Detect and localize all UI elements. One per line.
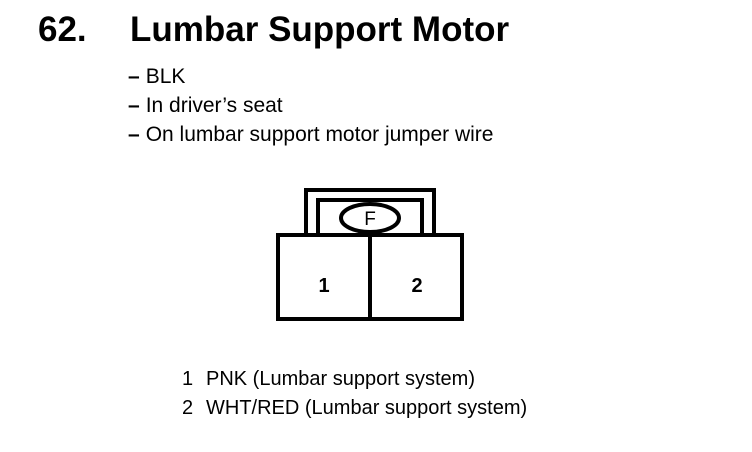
pin-label-2: 2 [411, 275, 422, 297]
note-text: BLK [145, 65, 186, 88]
legend-description: PNK (Lumbar support system) [206, 368, 475, 390]
pin-label-1: 1 [318, 275, 329, 297]
page-title: 62. Lumbar Support Motor [38, 8, 509, 52]
lock-tab-outer [304, 188, 436, 235]
title-text: Lumbar Support Motor [130, 10, 510, 49]
legend-row: 2 WHT/RED (Lumbar support system) [182, 394, 527, 423]
note-item: –BLK [128, 62, 493, 91]
note-dash: – [128, 65, 140, 88]
connector-diagram: F 1 2 [276, 188, 464, 321]
note-text: In driver’s seat [145, 94, 283, 117]
note-item: –On lumbar support motor jumper wire [128, 120, 493, 149]
legend-description: WHT/RED (Lumbar support system) [206, 397, 528, 419]
lock-label: F [364, 209, 376, 230]
connector-notes: –BLK –In driver’s seat –On lumbar suppor… [128, 62, 493, 149]
lock-tab-inner [316, 198, 424, 235]
legend-row: 1 PNK (Lumbar support system) [182, 365, 527, 394]
pin-legend: 1 PNK (Lumbar support system) 2 WHT/RED (L… [182, 365, 527, 423]
legend-pin-number: 2 [182, 397, 194, 419]
note-dash: – [128, 94, 140, 117]
note-dash: – [128, 123, 140, 146]
note-item: –In driver’s seat [128, 91, 493, 120]
section-number: 62. [38, 10, 87, 49]
lock-ellipse [339, 202, 401, 234]
note-text: On lumbar support motor jumper wire [145, 123, 494, 146]
legend-pin-number: 1 [182, 368, 194, 390]
